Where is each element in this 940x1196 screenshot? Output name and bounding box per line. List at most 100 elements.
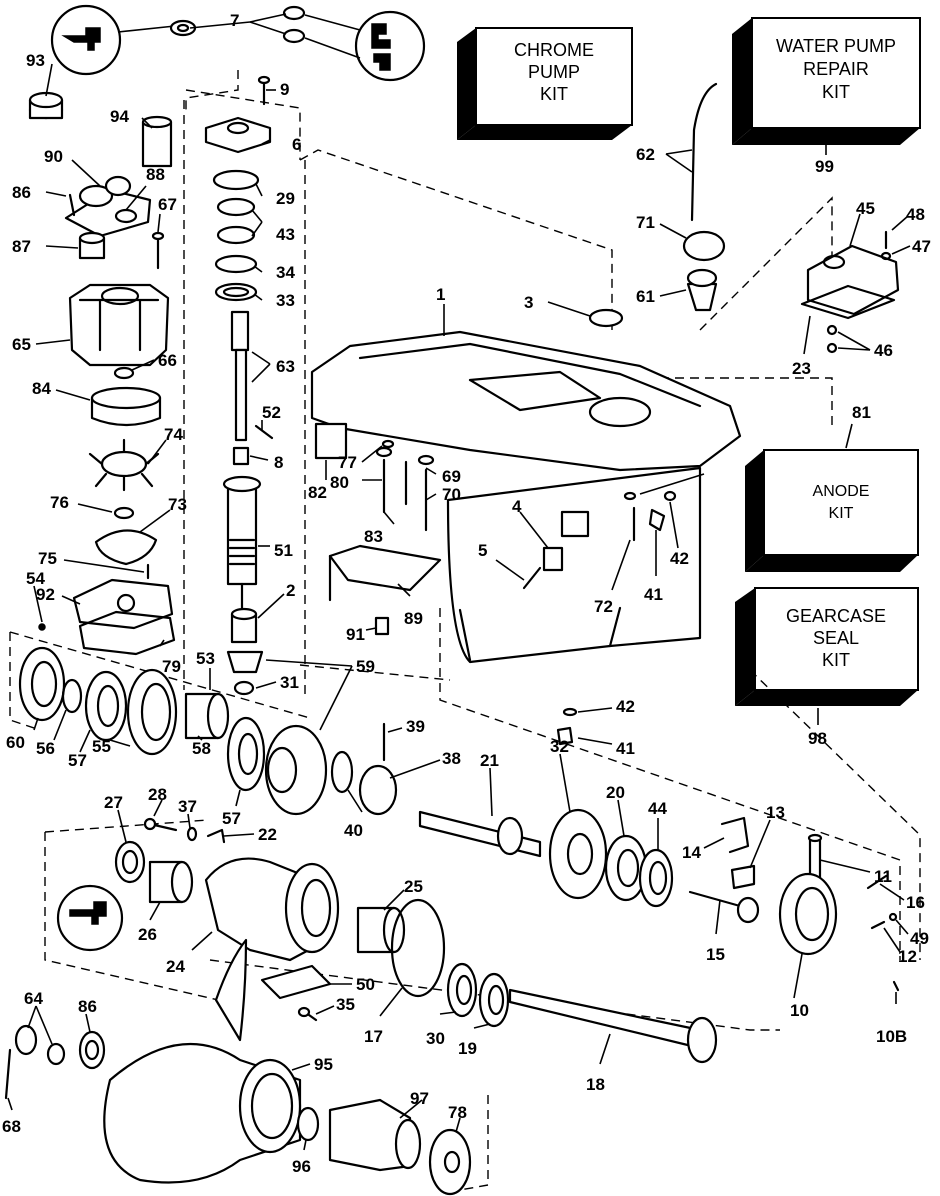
callout-84: 84 [32,379,51,398]
callout-15: 15 [706,945,725,964]
callout-numbers: 93 7 9 94 90 88 86 67 87 6 29 43 34 33 6… [2,11,931,1176]
callout-29: 29 [276,189,295,208]
callout-7: 7 [230,11,239,30]
callout-11: 11 [874,867,892,886]
callout-62: 62 [636,145,655,164]
callout-19: 19 [458,1039,477,1058]
seal-27 [114,840,146,884]
callout-40: 40 [344,821,363,840]
callout-91: 91 [346,625,365,644]
tube-62 [690,82,718,222]
bearing-33 [214,282,258,302]
gearcase-kit-line1: GEARCASE [786,606,886,626]
gasket-23 [800,284,896,320]
callout-14: 14 [682,843,701,862]
plate-50 [260,964,332,1000]
callout-86-bottom: 86 [78,997,97,1016]
callout-38: 38 [442,749,461,768]
callout-23: 23 [792,359,811,378]
callout-12: 12 [898,947,917,966]
callout-35: 35 [336,995,355,1014]
pump-plate-88-90 [64,175,152,238]
callout-20: 20 [606,783,625,802]
washer-30 [446,962,478,1018]
bearing-carrier-24 [204,857,340,962]
spring-52 [254,424,274,440]
callout-8: 8 [274,453,283,472]
shifter-15 [688,890,760,924]
callout-37: 37 [178,797,197,816]
callout-45: 45 [856,199,875,218]
callout-71: 71 [636,213,655,232]
washer-44 [638,848,674,908]
callout-93: 93 [26,51,45,70]
washer-43b [216,225,256,245]
anode-kit-box: ANODE KIT 81 [745,403,919,572]
callout-3: 3 [524,293,533,312]
callout-41-bottom: 41 [616,739,635,758]
callout-51: 51 [274,541,293,560]
chrome-pump-kit-line2: PUMP [528,62,580,82]
drive-shaft-63 [230,310,250,442]
screw-35 [297,1006,318,1022]
callout-5: 5 [478,541,487,560]
seal-7-parts [169,5,306,44]
callout-53: 53 [196,649,215,668]
callout-76: 76 [50,493,69,512]
chrome-pump-kit-line1: CHROME [514,40,594,60]
mount-6 [204,116,272,154]
callout-16: 16 [906,893,925,912]
callout-21: 21 [480,751,499,770]
callout-56: 56 [36,739,55,758]
leader-lines [7,13,911,1151]
callout-10b: 10B [876,1027,907,1046]
water-pump-kit-line2: REPAIR [803,59,869,79]
o-ring-17 [390,898,446,998]
callout-92: 92 [36,585,55,604]
callout-65: 65 [12,335,31,354]
callout-61: 61 [636,287,655,306]
plug-41b [556,707,578,746]
callout-28: 28 [148,785,167,804]
callout-66: 66 [158,351,177,370]
clip-22 [206,828,226,844]
hub-97 [328,1098,422,1172]
bolts-80-70 [375,446,435,532]
nut-31 [233,680,255,696]
callout-98: 98 [808,729,827,748]
callout-10: 10 [790,1001,809,1020]
callout-47: 47 [912,237,931,256]
cover-45 [806,244,900,316]
chrome-pump-kit-line3: KIT [540,84,568,104]
o-ring-29 [212,169,260,191]
callout-27: 27 [104,793,123,812]
trim-tab-89 [328,544,442,602]
shim-57b [226,716,266,792]
grommet-61 [686,268,718,312]
ball-49 [888,912,898,922]
callout-22: 22 [258,825,277,844]
callout-80: 80 [330,473,349,492]
callout-17: 17 [364,1027,383,1046]
detail-circle-right [304,10,426,82]
anode-kit-line2: KIT [829,505,854,522]
callout-26: 26 [138,925,157,944]
pin-68 [4,1048,12,1100]
callout-79: 79 [162,657,181,676]
callout-97: 97 [410,1089,429,1108]
gasket-73 [94,529,158,566]
callout-58: 58 [192,739,211,758]
callout-25: 25 [404,877,423,896]
ring-76 [113,506,135,520]
bearing-55 [126,668,178,756]
washer-19 [478,972,510,1028]
callout-2: 2 [286,581,295,600]
pin-11 [807,833,823,880]
chrome-pump-kit-box: CHROME PUMP KIT [457,27,633,140]
callout-73: 73 [168,495,187,514]
callout-43: 43 [276,225,295,244]
callout-72: 72 [594,597,613,616]
nut-64 [14,1024,66,1066]
prop-shaft-21 [418,810,542,858]
